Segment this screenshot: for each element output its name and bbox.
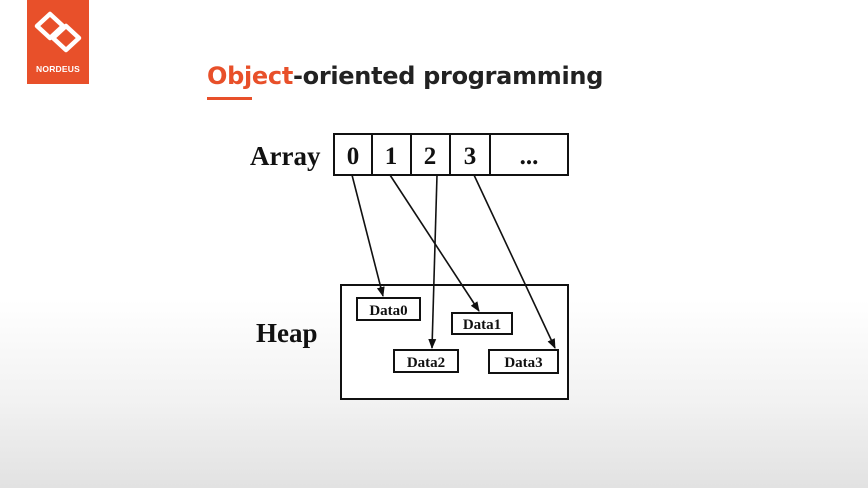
array-cell-more: ...: [520, 143, 539, 170]
heap-object-data2: [393, 349, 459, 373]
array-cell-0: 0: [347, 143, 360, 170]
heap-object-data2-label: Data2: [407, 355, 445, 371]
pointer-0-to-data0: [351, 174, 385, 297]
heap-object-data1-label: Data1: [463, 317, 501, 333]
heap-object-data0-label: Data0: [369, 303, 407, 319]
array-cell-1: 1: [385, 143, 398, 170]
array-cell-2: 2: [424, 143, 437, 170]
logo-wordmark: NORDEUS: [36, 64, 80, 74]
title-highlight: Object: [207, 62, 293, 90]
heap-object-data3-label: Data3: [504, 355, 542, 371]
pointer-3-to-data3: [473, 174, 556, 349]
pointer-2-to-data2: [428, 174, 438, 349]
nordeus-mark-icon: [34, 11, 82, 53]
heap-label: Heap: [256, 318, 318, 348]
title-underline: [207, 97, 252, 100]
title-rest: -oriented programming: [293, 62, 604, 90]
nordeus-logo: NORDEUS: [27, 0, 89, 84]
array-label: Array: [250, 141, 321, 171]
heap-object-data3: [488, 349, 559, 374]
array-cell-3: 3: [464, 143, 477, 170]
heap-object-data1: [451, 312, 513, 335]
slide-title: Object-oriented programming: [207, 62, 603, 90]
heap-object-data0: [356, 297, 421, 321]
